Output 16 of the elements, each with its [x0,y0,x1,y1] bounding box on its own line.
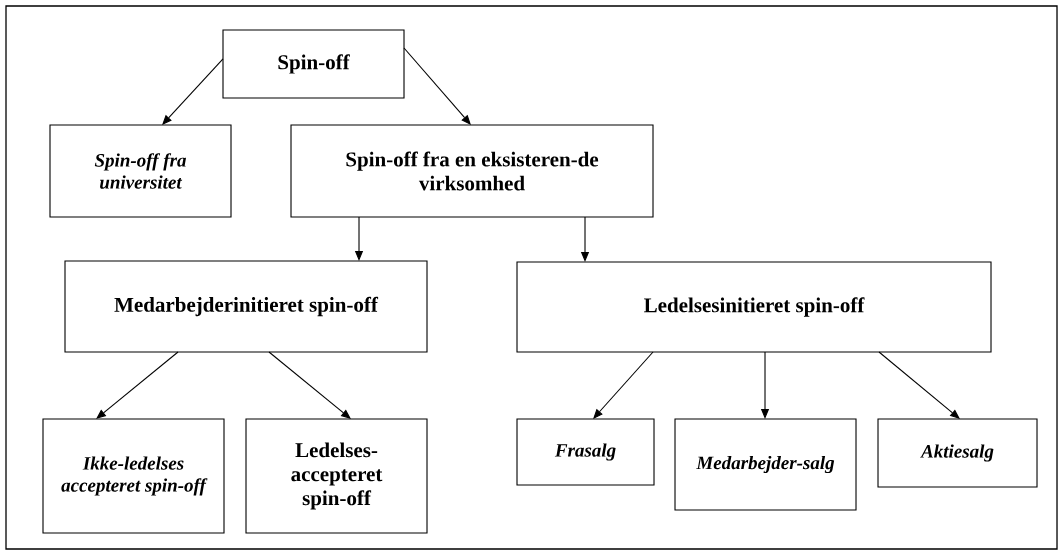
arrow [403,47,471,125]
arrow [162,58,224,125]
text-box: Spin-off fra en eksisteren-de virksomhed [290,124,654,218]
arrow [878,351,960,419]
text-box: Medarbejderinitieret spin-off [64,260,428,353]
text-box: Medarbejder-salg [674,418,857,511]
arrow [593,351,654,419]
text-box: Spin-off [222,29,405,99]
text-box: Aktiesalg [877,418,1038,488]
arrow [268,351,351,419]
text-box: Spin-off fra universitet [49,124,232,218]
text-box: Ledelsesinitieret spin-off [516,261,992,353]
text-box: Ledelses-accepteret spin-off [245,418,428,534]
text-box: Ikke-ledelses accepteret spin-off [42,418,225,534]
arrow [96,351,179,419]
text-box: Frasalg [516,418,655,486]
